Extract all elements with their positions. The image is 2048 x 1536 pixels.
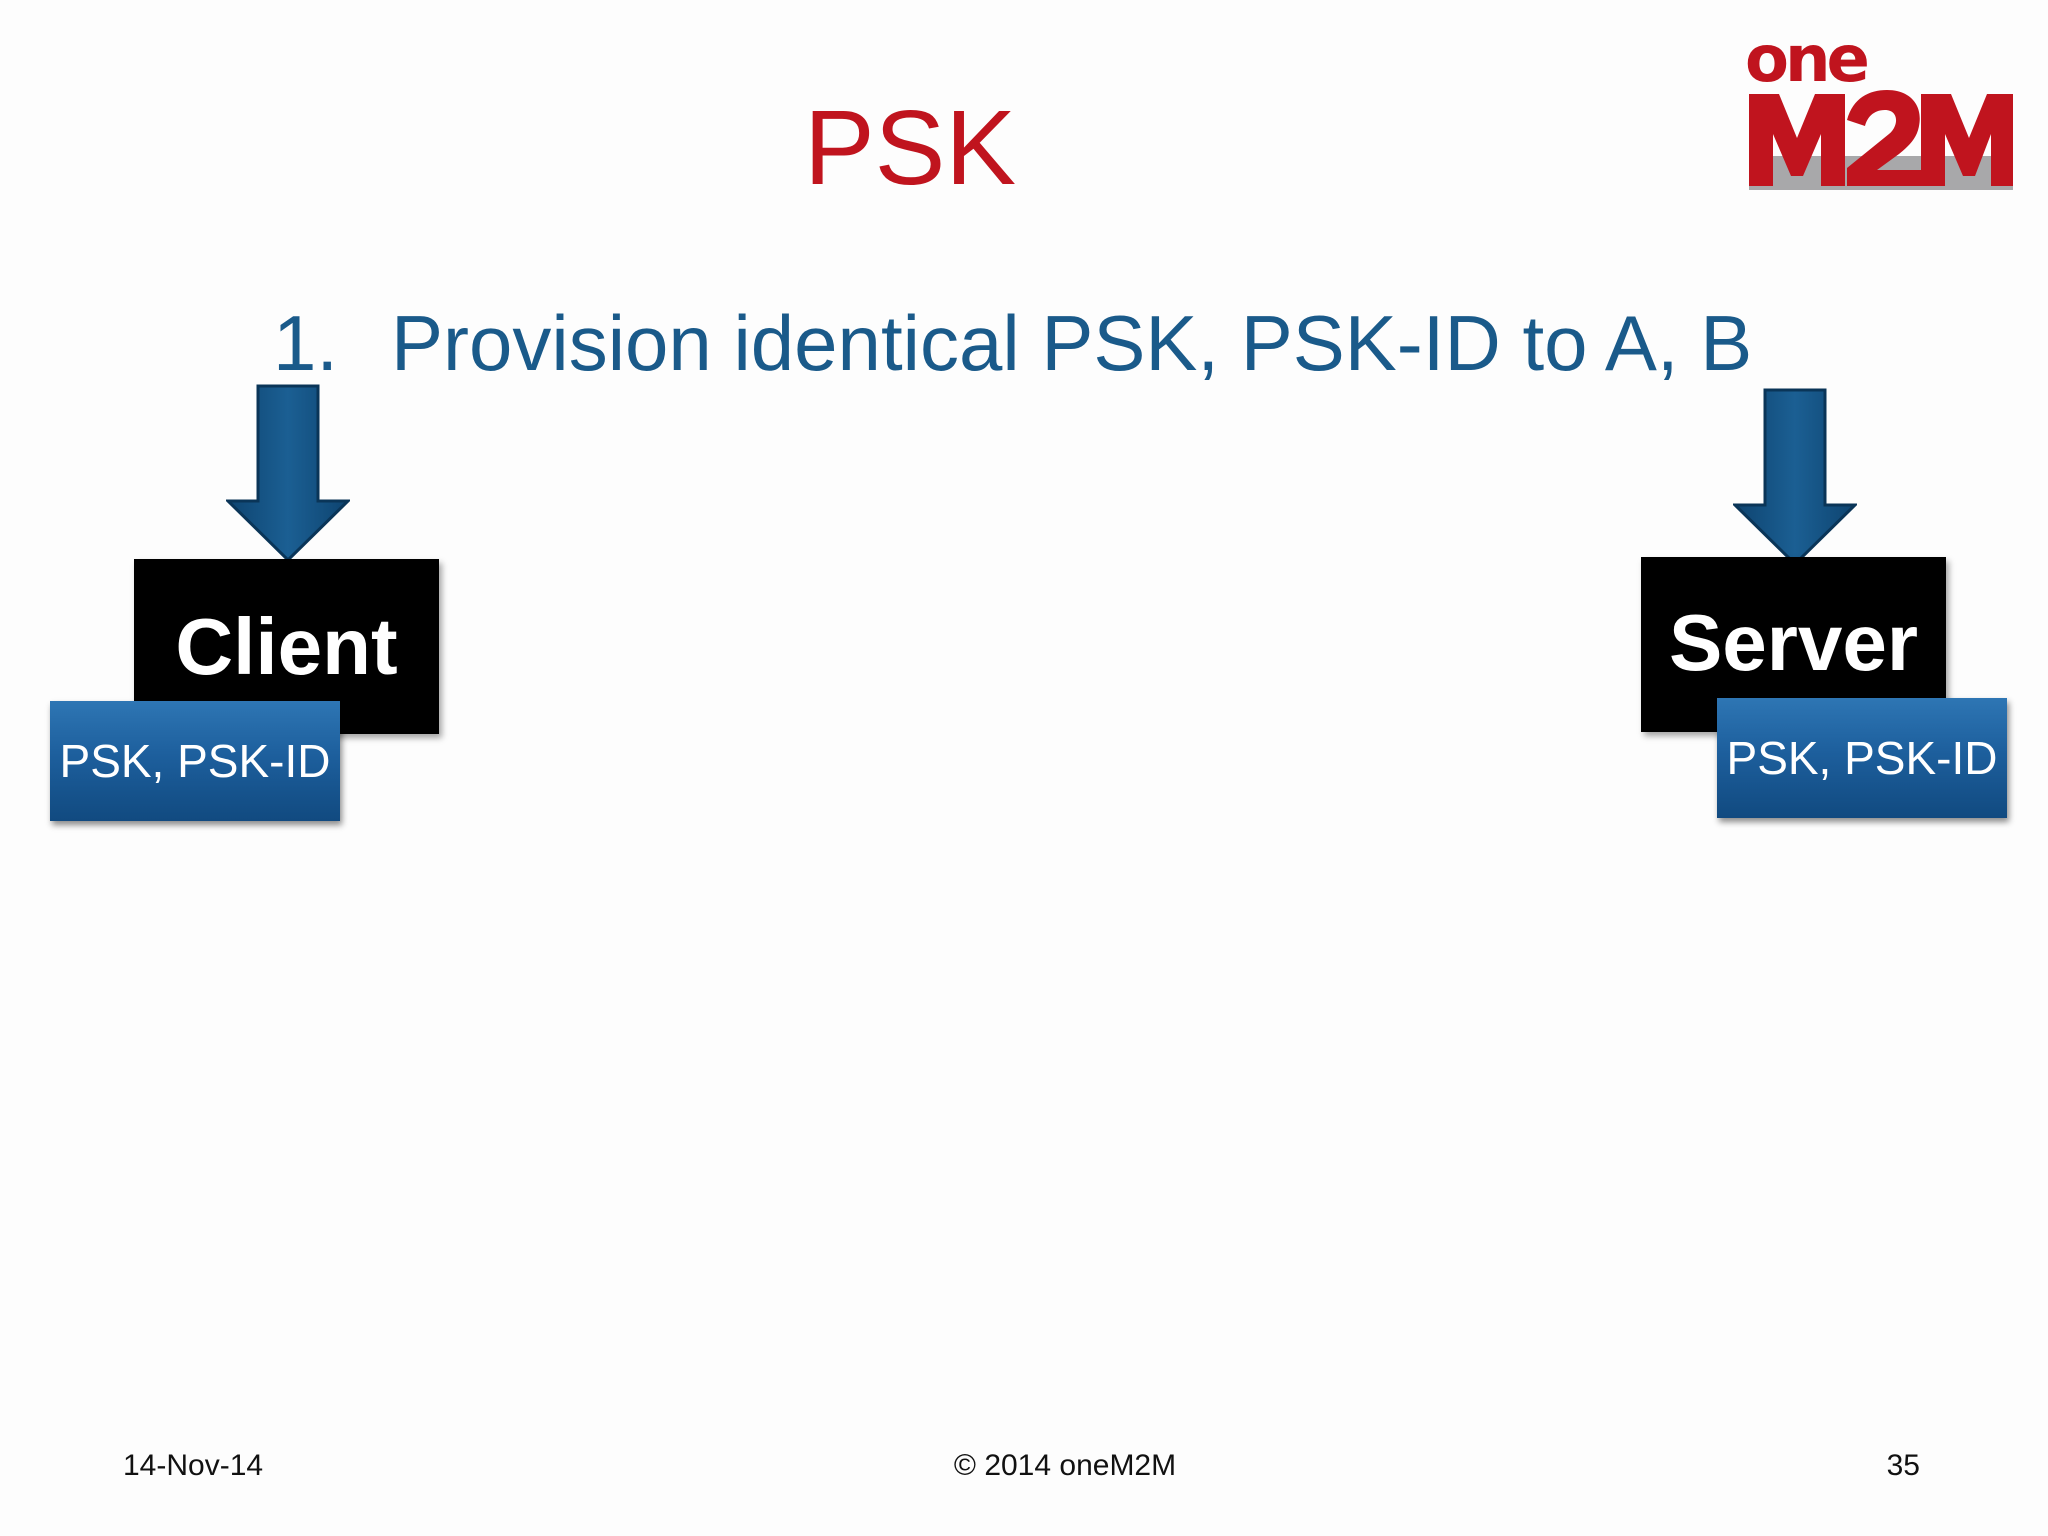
footer-copyright: © 2014 oneM2M — [953, 1449, 1177, 1482]
footer-date: 14-Nov-14 — [123, 1449, 264, 1482]
server-label: Server — [1668, 598, 1919, 687]
step-number: 1. — [273, 299, 339, 387]
slide-page-number: 35 — [1886, 1449, 1920, 1482]
step-1: 1. Provision identical PSK, PSK-ID to A, … — [273, 295, 1752, 391]
client-label: Client — [175, 602, 398, 691]
client-key-box: PSK, PSK-ID — [50, 701, 340, 821]
client-down-arrow-icon — [226, 384, 350, 563]
onem2m-logo: one — [1745, 28, 2017, 198]
server-down-arrow-icon — [1733, 388, 1857, 567]
slide-title: PSK — [803, 89, 1017, 207]
logo-m2m-mark — [1749, 90, 2013, 190]
logo-one-text: one — [1745, 23, 1870, 97]
server-key-box: PSK, PSK-ID — [1717, 698, 2007, 818]
step-text: Provision identical PSK, PSK-ID to A, B — [391, 299, 1753, 387]
